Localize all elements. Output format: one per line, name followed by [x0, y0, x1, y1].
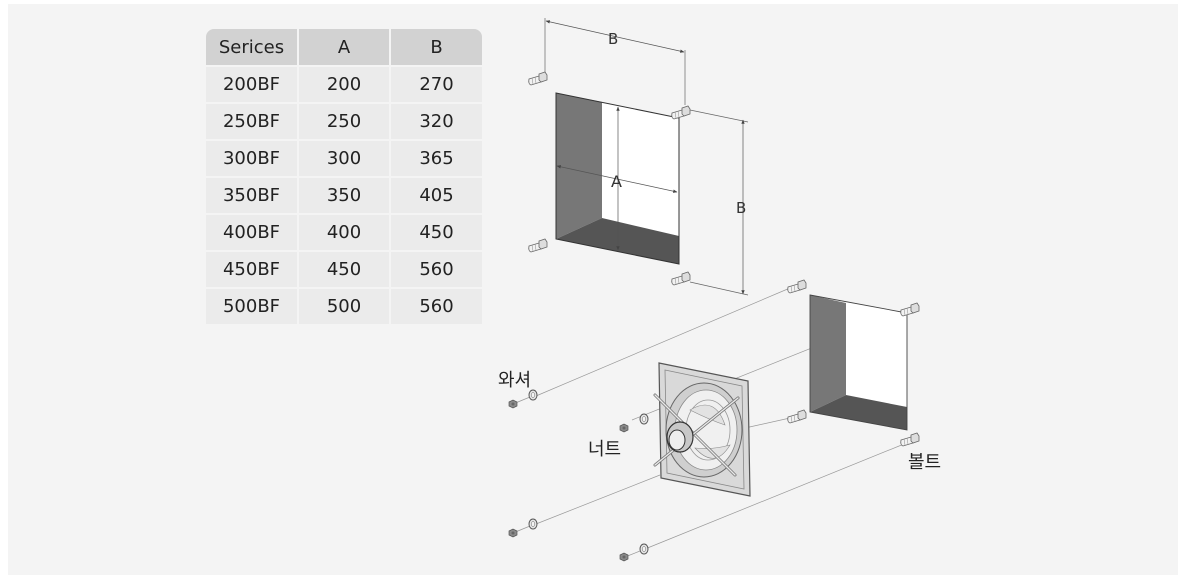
fan-guard-bar-highlight — [654, 397, 739, 466]
bolt-icon — [787, 409, 807, 424]
bolt-icon — [528, 71, 548, 86]
header-a: A — [299, 29, 389, 65]
cell-a: 250 — [299, 104, 389, 139]
top-opening-diagram: B A B — [528, 18, 749, 296]
cell-b: 560 — [391, 252, 482, 287]
extension-line — [689, 281, 749, 296]
cell-a: 450 — [299, 252, 389, 287]
nut-icon — [508, 399, 518, 409]
cell-series: 450BF — [206, 252, 297, 287]
cell-a: 300 — [299, 141, 389, 176]
label-nut: 너트 — [588, 439, 621, 460]
cell-b: 270 — [391, 67, 482, 102]
cell-a: 350 — [299, 178, 389, 213]
bolt-icon — [671, 105, 691, 120]
opening-outline — [555, 92, 680, 265]
fan-unit — [653, 362, 751, 497]
table-header-row: Serices A B — [206, 29, 482, 65]
guide-line — [644, 443, 905, 550]
cell-b: 405 — [391, 178, 482, 213]
cell-series: 400BF — [206, 215, 297, 250]
opening-side-wall — [556, 93, 602, 239]
nut-icon — [508, 528, 518, 538]
bolt-icon — [528, 238, 548, 253]
cell-a: 400 — [299, 215, 389, 250]
cell-b: 560 — [391, 289, 482, 324]
cell-series: 200BF — [206, 67, 297, 102]
cell-series: 350BF — [206, 178, 297, 213]
bolt-icon — [671, 271, 691, 286]
cell-a: 200 — [299, 67, 389, 102]
dim-label-b-side: B — [736, 199, 746, 217]
label-washer: 와셔 — [498, 370, 531, 391]
bolt-icon — [900, 432, 920, 447]
opening-side-wall — [810, 295, 846, 412]
opening-outline — [809, 294, 908, 431]
assembly-diagram: 와셔 너트 볼트 — [498, 279, 941, 562]
washer-icon — [528, 518, 538, 530]
dimension-line-b-top — [545, 20, 685, 53]
header-b: B — [391, 29, 482, 65]
guide-line — [744, 417, 791, 429]
cell-b: 450 — [391, 215, 482, 250]
guide-line — [535, 474, 661, 525]
cell-b: 320 — [391, 104, 482, 139]
header-series: Serices — [206, 29, 297, 65]
cell-series: 250BF — [206, 104, 297, 139]
fan-blade — [689, 404, 726, 426]
bolt-icon — [787, 279, 807, 294]
nut-icon — [619, 423, 629, 433]
dim-label-a: A — [611, 172, 622, 191]
cell-series: 500BF — [206, 289, 297, 324]
opening-bottom-wall — [810, 395, 907, 430]
nut-icon — [619, 552, 629, 562]
cell-series: 300BF — [206, 141, 297, 176]
dim-label-b-top: B — [608, 30, 618, 48]
washer-icon — [528, 389, 538, 401]
dimension-line-a — [556, 165, 678, 193]
bolt-icon — [900, 302, 920, 317]
extension-line — [689, 109, 749, 123]
fan-guard-bar-highlight — [654, 394, 736, 476]
guide-line — [535, 287, 791, 397]
washer-icon — [639, 413, 649, 425]
fan-motor-cap — [668, 429, 686, 451]
label-bolt: 볼트 — [908, 452, 941, 473]
washer-icon — [639, 543, 649, 555]
background-panel — [8, 4, 1178, 575]
cell-a: 500 — [299, 289, 389, 324]
cell-b: 365 — [391, 141, 482, 176]
